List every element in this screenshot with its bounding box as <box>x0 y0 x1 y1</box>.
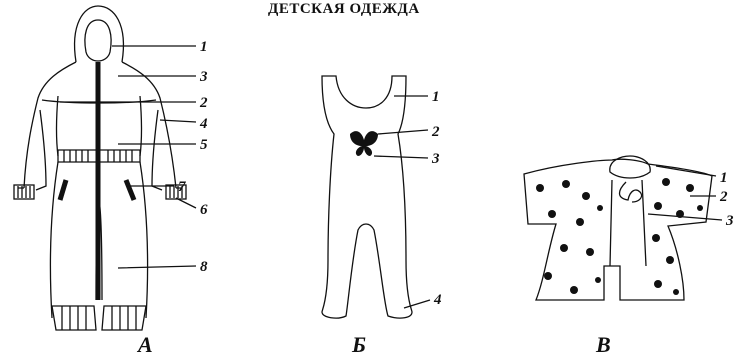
leader-lines-b <box>374 96 430 308</box>
label-b-1: 1 <box>432 89 440 105</box>
leader-lines-a <box>60 46 196 268</box>
caption-b: Б <box>351 332 366 357</box>
label-a-1: 1 <box>200 39 208 55</box>
label-a-6: 6 <box>200 202 208 218</box>
right-pocket <box>126 180 134 200</box>
jacket-drawing <box>524 156 722 300</box>
hood-outer <box>75 6 124 62</box>
leader-lines-v <box>648 166 722 220</box>
left-ankle-ribbing <box>62 306 86 330</box>
romper-drawing <box>322 76 430 318</box>
butterfly-applique <box>350 131 378 156</box>
label-a-7: 7 <box>178 179 186 195</box>
label-b-3: 3 <box>431 151 440 167</box>
label-v-2: 2 <box>719 189 728 205</box>
right-ankle-ribbing <box>112 306 136 330</box>
label-v-1: 1 <box>720 170 728 186</box>
hood-face-opening <box>85 20 111 61</box>
right-ankle-cuff <box>102 306 146 330</box>
label-b-2: 2 <box>431 124 440 140</box>
jacket-outline <box>524 159 712 300</box>
jacket-ties <box>620 182 642 202</box>
label-a-3: 3 <box>199 69 208 85</box>
label-a-5: 5 <box>200 137 208 153</box>
label-a-4: 4 <box>199 116 208 132</box>
label-b-4: 4 <box>433 292 442 308</box>
label-a-2: 2 <box>199 95 208 111</box>
jumpsuit-drawing <box>14 6 196 330</box>
label-a-8: 8 <box>200 259 208 275</box>
caption-a: А <box>136 332 153 357</box>
caption-v: В <box>595 332 611 357</box>
left-pocket <box>60 180 66 200</box>
right-sleeve <box>152 110 182 190</box>
romper-outline <box>322 76 412 318</box>
label-v-3: 3 <box>725 213 734 229</box>
left-ankle-cuff <box>52 306 96 330</box>
